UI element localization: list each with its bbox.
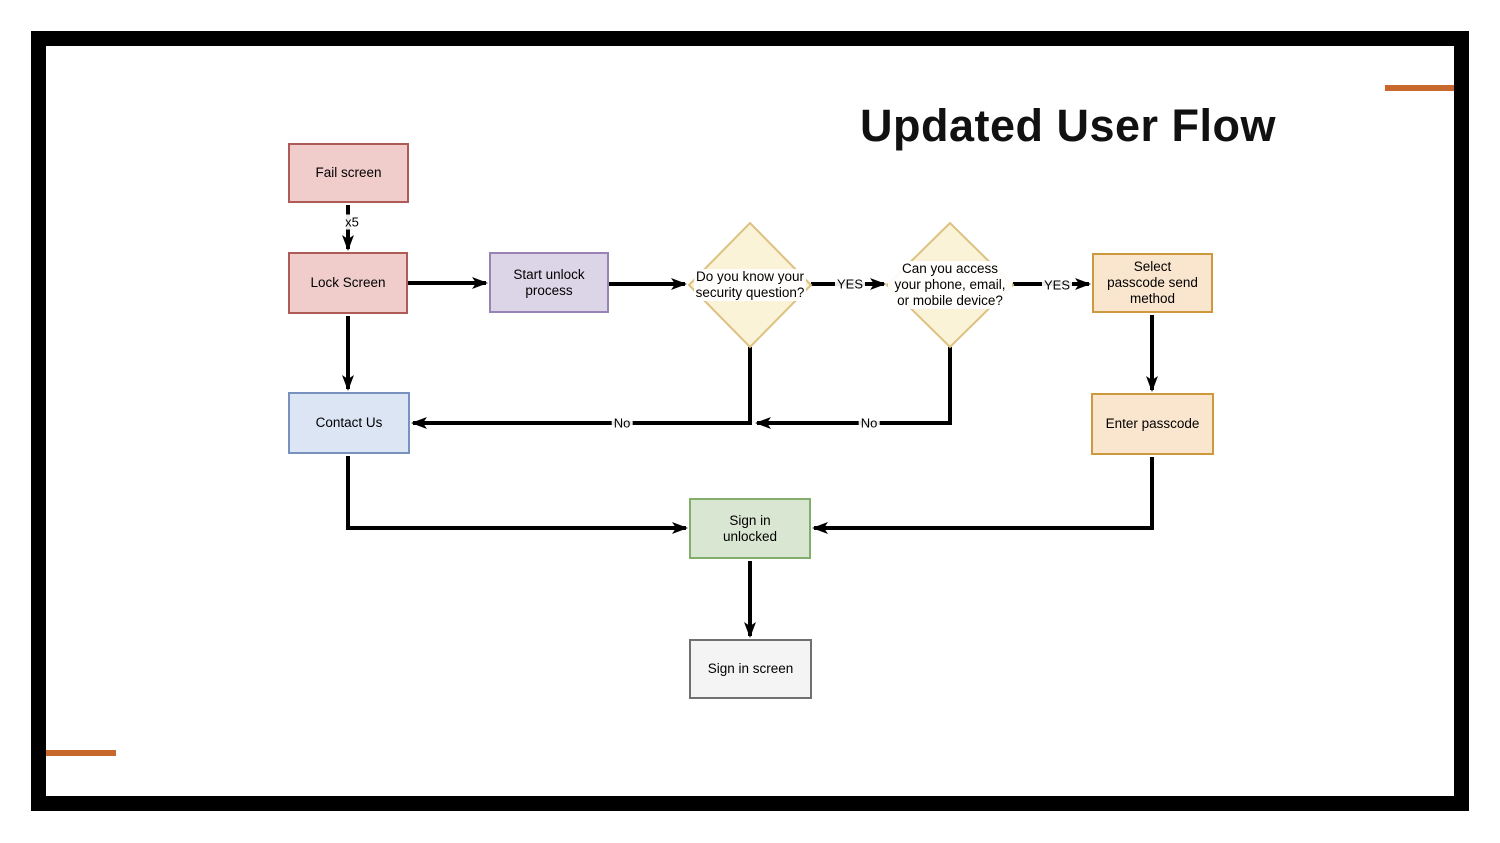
node-label: Fail screen (315, 165, 382, 180)
edge-label-yes-security: YES (834, 276, 866, 292)
edge-label-no-access: No (858, 415, 880, 431)
flow-node-select-method: Select passcode send method (1092, 253, 1213, 313)
node-label: Start unlock process (513, 266, 585, 298)
edge-contact-to-signin (346, 456, 688, 534)
node-label: Sign in unlocked (722, 512, 778, 544)
edge-label-yes-access: YES (1041, 277, 1073, 293)
accent-line-top-right (1385, 85, 1454, 91)
flow-node-contact-us: Contact Us (288, 392, 410, 454)
edge-label-no-security: No (611, 415, 633, 431)
edge-access-no-to-junction (755, 347, 952, 429)
edge-enter-to-signin (812, 457, 1154, 534)
node-label: Select passcode send method (1107, 259, 1198, 306)
node-label: Sign in screen (707, 661, 794, 676)
accent-line-bottom-left (46, 750, 116, 756)
flow-node-sign-in-unlocked: Sign in unlocked (689, 498, 811, 559)
flow-node-fail-screen: Fail screen (288, 143, 409, 203)
node-label: Enter passcode (1105, 416, 1200, 431)
edge-label-x5: x5 (343, 214, 361, 230)
node-label: Do you know your security question? (694, 269, 806, 301)
flow-node-start-unlock: Start unlock process (489, 252, 609, 313)
flow-node-sign-in-screen: Sign in screen (689, 639, 812, 699)
node-label: Lock Screen (310, 275, 386, 290)
slide-title: Updated User Flow (859, 100, 1277, 151)
node-label: Can you access your phone, email, or mob… (888, 261, 1012, 309)
flow-node-lock-screen: Lock Screen (288, 252, 408, 314)
flow-node-enter-passcode: Enter passcode (1091, 393, 1214, 455)
slide-frame-border (31, 31, 1469, 811)
flow-node-security-question-label: Do you know your security question? (694, 223, 806, 347)
node-label: Contact Us (315, 415, 383, 430)
flow-node-access-device-label: Can you access your phone, email, or mob… (888, 223, 1012, 347)
edge-security-no-to-contact (411, 347, 752, 429)
